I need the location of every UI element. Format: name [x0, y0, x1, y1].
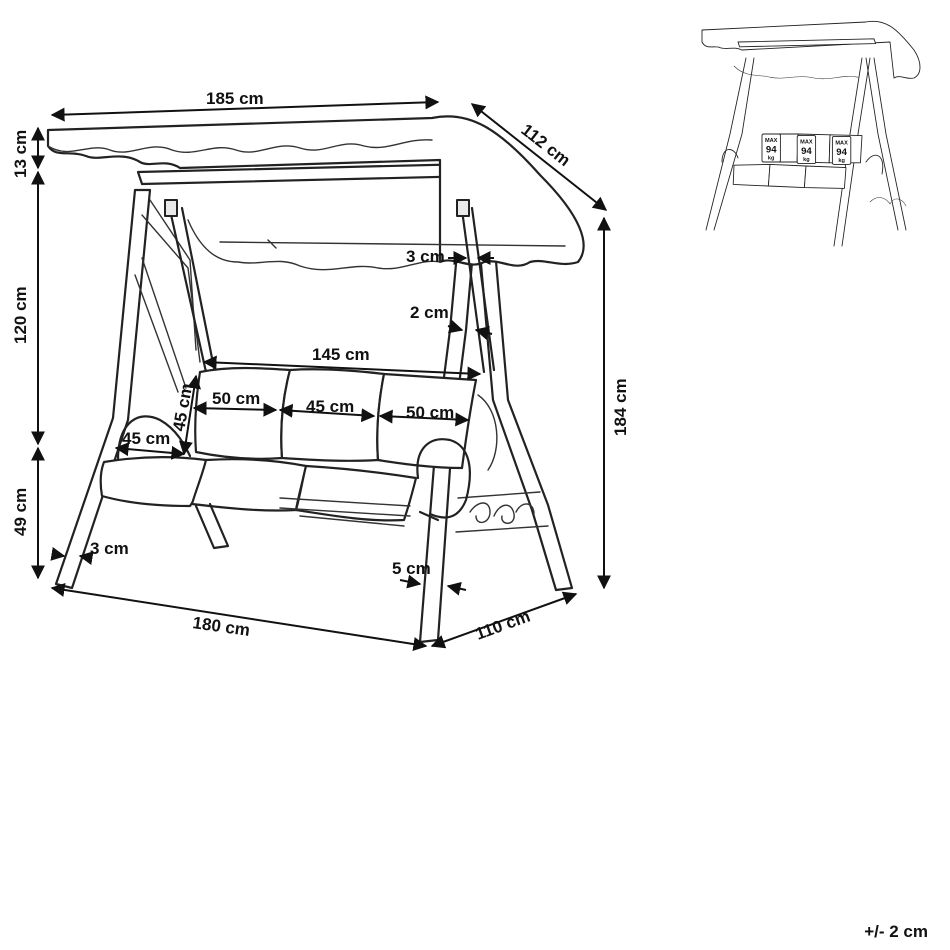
- svg-text:MAX: MAX: [765, 138, 778, 144]
- dimension-labels: 185 cm 112 cm 13 cm 120 cm 49 cm 184 cm …: [11, 89, 630, 644]
- label-leg-width-right: 5 cm: [392, 559, 431, 578]
- label-post-width: 3 cm: [406, 247, 445, 266]
- seat-middle: [190, 458, 308, 512]
- label-canopy-width: 185 cm: [206, 89, 264, 108]
- svg-text:MAX: MAX: [800, 140, 813, 146]
- label-upper-height: 120 cm: [11, 286, 30, 344]
- dimension-lines: [31, 95, 611, 651]
- weight-tag-middle: MAX 94 kg: [796, 135, 817, 165]
- svg-text:kg: kg: [838, 158, 845, 164]
- label-backrest-height: 45 cm: [169, 382, 196, 433]
- weight-tag-left: MAX 94 kg: [761, 133, 781, 163]
- tolerance-note: +/- 2 cm: [864, 922, 928, 941]
- svg-text:94: 94: [766, 144, 777, 155]
- backrest-left: [194, 366, 292, 460]
- label-canopy-height: 13 cm: [11, 130, 30, 178]
- weight-tag-right: MAX 94 kg: [831, 135, 852, 165]
- seat-left: [99, 456, 208, 508]
- label-seat-depth: 45 cm: [122, 429, 170, 448]
- label-leg-width-left: 3 cm: [90, 539, 129, 558]
- seat-right: [294, 464, 418, 522]
- label-total-height: 184 cm: [611, 378, 630, 436]
- swing-thumbnail: MAX 94 kg MAX 94 kg MAX 94 kg: [701, 20, 921, 247]
- svg-text:kg: kg: [803, 157, 810, 163]
- svg-text:kg: kg: [768, 156, 775, 162]
- label-seat-width: 145 cm: [312, 345, 370, 364]
- svg-text:94: 94: [836, 147, 847, 158]
- label-cushion-middle: 45 cm: [306, 397, 354, 416]
- label-cushion-right: 50 cm: [406, 403, 454, 422]
- label-cushion-left: 50 cm: [212, 389, 260, 408]
- svg-text:94: 94: [801, 146, 812, 157]
- label-rod-width: 2 cm: [410, 303, 449, 322]
- swing-illustration: [46, 115, 585, 644]
- label-seat-height: 49 cm: [11, 488, 30, 536]
- svg-text:MAX: MAX: [835, 140, 848, 146]
- label-frame-depth: 110 cm: [473, 607, 533, 644]
